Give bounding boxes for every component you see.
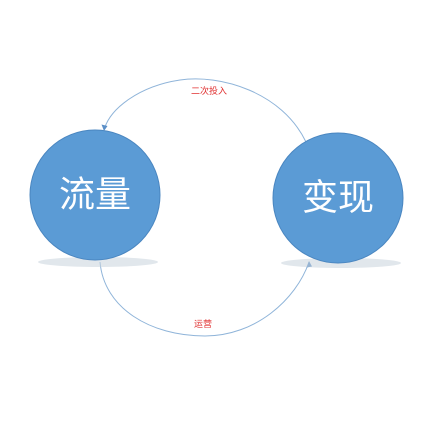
traffic-node: 流量 <box>29 129 161 267</box>
operate-arc <box>99 261 310 337</box>
operate-label: 运营 <box>194 318 212 330</box>
reinvest-label: 二次投入 <box>191 85 227 97</box>
monetization-node-circle <box>272 132 404 264</box>
monetization-node: 变现 <box>272 132 404 268</box>
reinvest-arrow-head-icon <box>101 124 108 131</box>
traffic-node-shadow <box>38 257 158 267</box>
reinvest-arc <box>103 78 307 143</box>
traffic-node-label: 流量 <box>59 175 131 216</box>
monetization-node-label: 变现 <box>302 178 374 219</box>
traffic-node-circle <box>29 129 161 261</box>
